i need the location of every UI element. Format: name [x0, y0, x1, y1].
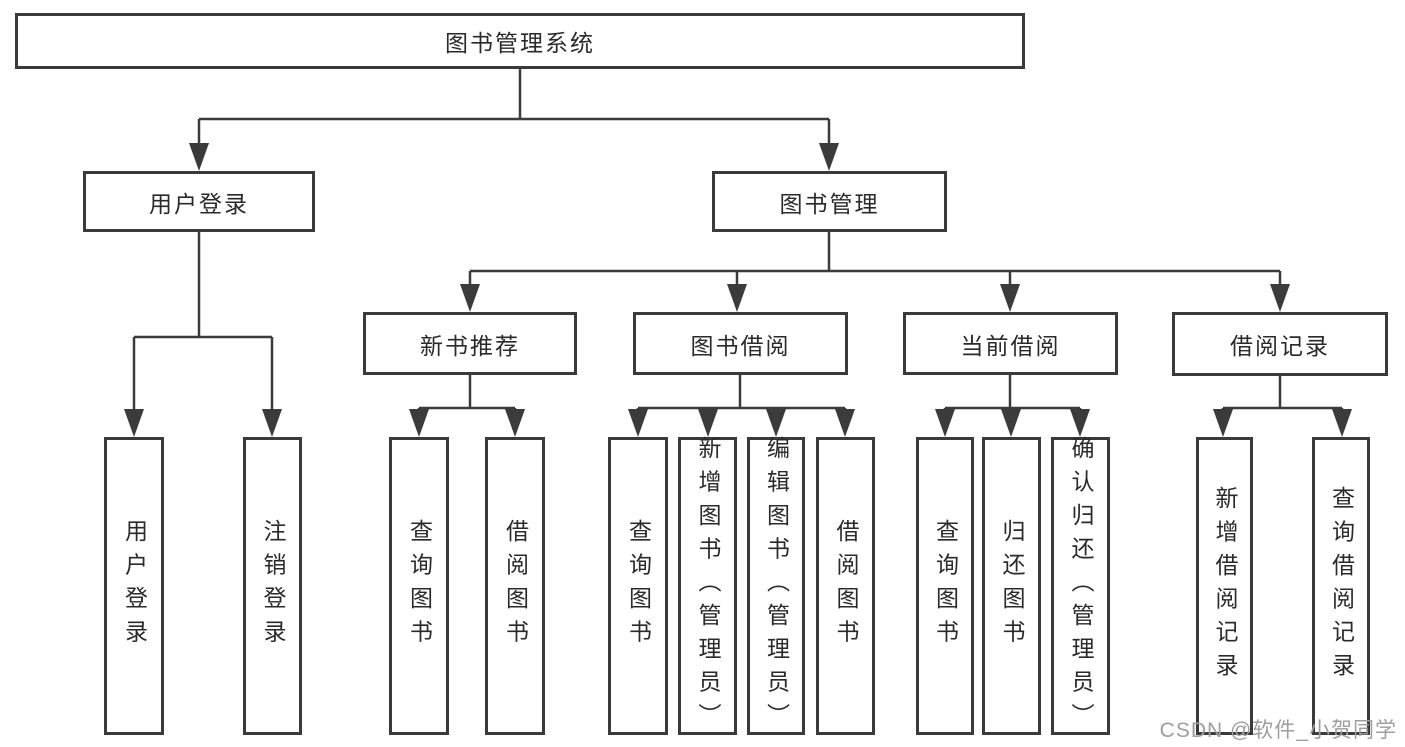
leaf-confirm-return-admin-label: 确认归还（管理员） [1068, 435, 1094, 737]
leaf-add-borrow-record-label: 新增借阅记录 [1212, 485, 1238, 687]
leaf-confirm-return-admin: 确认归还（管理员） [1051, 435, 1110, 737]
leaf-query-books-current: 查询图书 [916, 437, 974, 735]
leaf-logout-label: 注销登录 [260, 519, 286, 653]
leaf-logout: 注销登录 [243, 437, 302, 735]
leaf-add-borrow-record: 新增借阅记录 [1196, 437, 1253, 735]
leaf-borrow-books-borrow: 借阅图书 [816, 437, 875, 735]
node-new-book-recommend: 新书推荐 [363, 312, 577, 375]
leaf-borrow-books-newbook-label: 借阅图书 [502, 519, 529, 653]
leaf-query-books-newbook-label: 查询图书 [406, 519, 433, 653]
leaf-edit-book-admin-label: 编辑图书（管理员） [763, 435, 790, 737]
node-root-label: 图书管理系统 [445, 30, 595, 56]
node-book-borrow: 图书借阅 [633, 312, 848, 375]
node-borrow-records: 借阅记录 [1172, 312, 1388, 376]
leaf-query-books-current-label: 查询图书 [932, 519, 959, 653]
leaf-borrow-books-borrow-label: 借阅图书 [833, 519, 859, 653]
node-root: 图书管理系统 [15, 13, 1025, 69]
leaf-borrow-books-newbook: 借阅图书 [485, 437, 545, 735]
leaf-query-books-borrow: 查询图书 [608, 437, 668, 735]
node-book-management-label: 图书管理 [779, 190, 880, 217]
leaf-query-books-newbook: 查询图书 [389, 437, 449, 735]
leaf-return-book: 归还图书 [982, 437, 1041, 735]
node-new-book-recommend-label: 新书推荐 [420, 332, 520, 359]
node-current-borrow-label: 当前借阅 [960, 332, 1061, 359]
node-borrow-records-label: 借阅记录 [1230, 333, 1330, 359]
leaf-return-book-label: 归还图书 [999, 519, 1025, 653]
node-user-login: 用户登录 [83, 171, 315, 232]
node-book-management: 图书管理 [712, 171, 947, 232]
leaf-user-login-label: 用户登录 [121, 519, 148, 653]
node-user-login-label: 用户登录 [149, 190, 249, 217]
node-current-borrow: 当前借阅 [903, 312, 1118, 375]
leaf-query-books-borrow-label: 查询图书 [625, 519, 652, 653]
leaf-query-borrow-record-label: 查询借阅记录 [1328, 485, 1355, 687]
watermark: CSDN @软件_小贺同学 [1159, 719, 1397, 742]
leaf-user-login: 用户登录 [104, 437, 164, 735]
arrowhead-icons [124, 143, 1352, 437]
leaf-query-borrow-record: 查询借阅记录 [1312, 437, 1370, 735]
node-book-borrow-label: 图书借阅 [690, 332, 791, 359]
leaf-add-book-admin-label: 新增图书（管理员） [695, 435, 721, 737]
leaf-add-book-admin: 新增图书（管理员） [678, 435, 737, 737]
leaf-edit-book-admin: 编辑图书（管理员） [747, 435, 805, 737]
